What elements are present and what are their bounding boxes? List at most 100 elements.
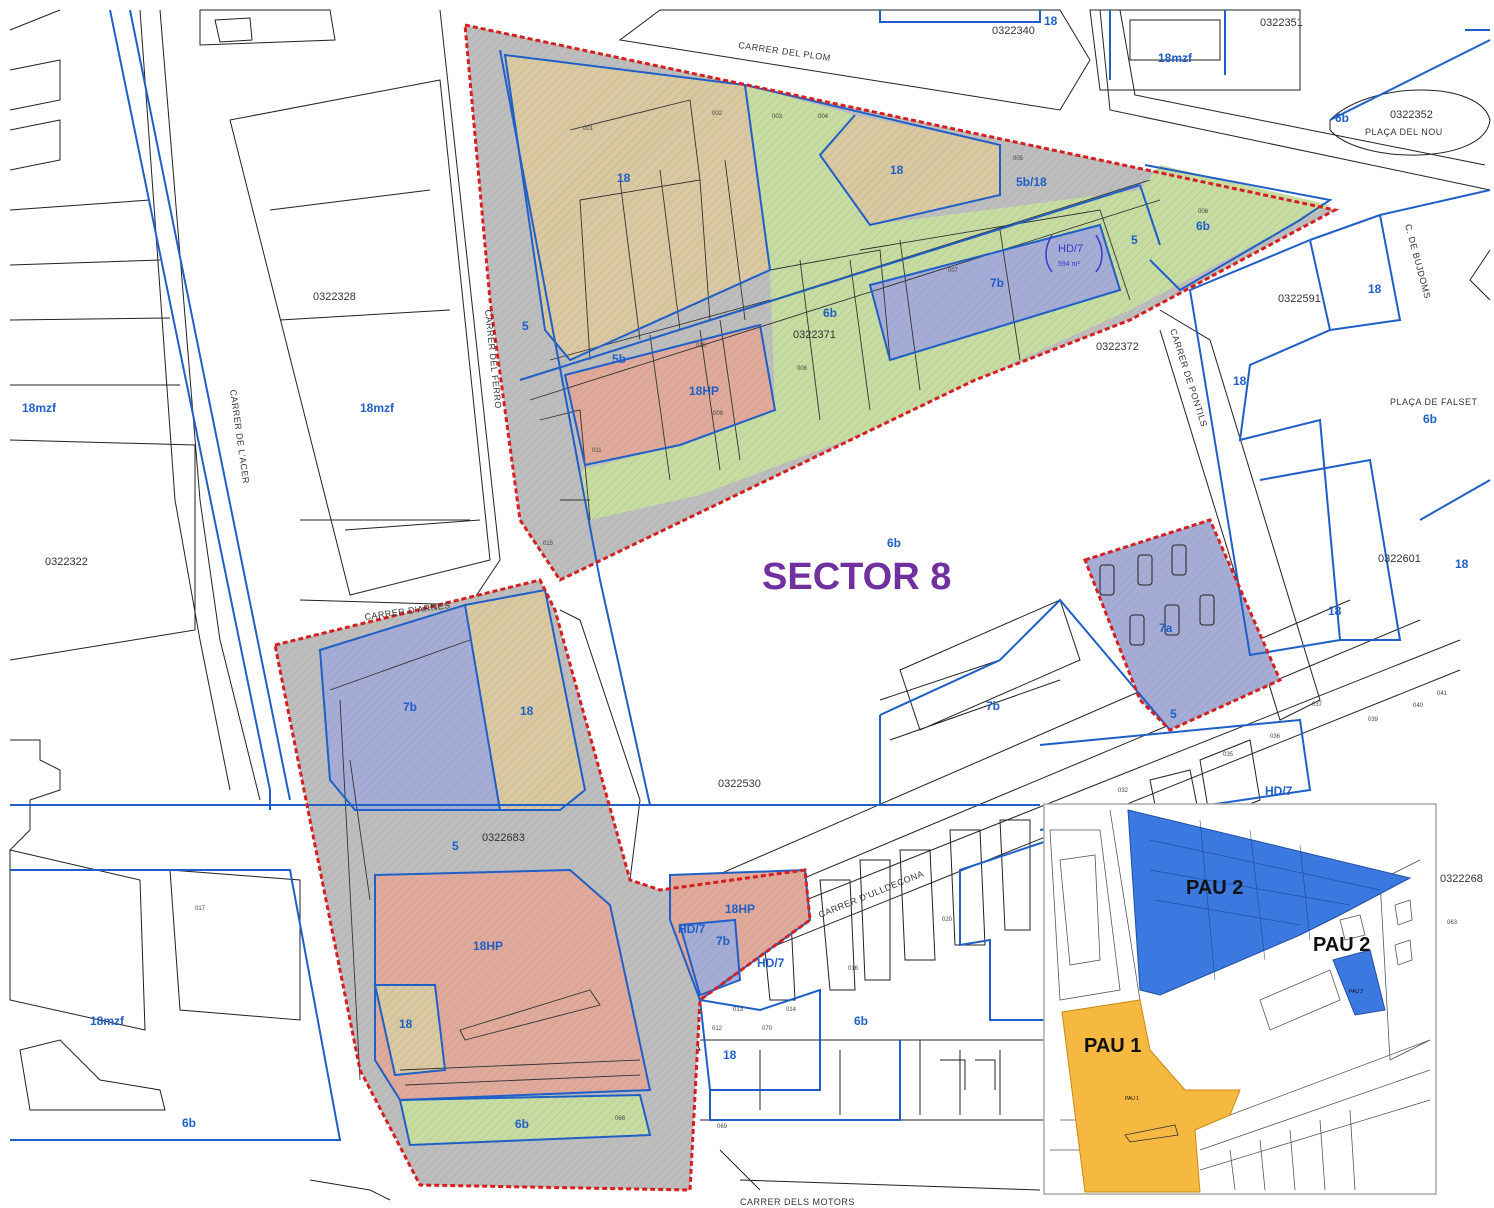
zone-18hp-north: 18HP xyxy=(689,384,719,398)
zone-18-top: 18 xyxy=(1044,14,1058,28)
parcel-0322351: 0322351 xyxy=(1260,17,1303,29)
parcel-0322352: 0322352 xyxy=(1390,109,1433,121)
lot-005: 005 xyxy=(1013,156,1024,162)
zone-5b18: 5b/18 xyxy=(1016,175,1047,189)
lot-068: 068 xyxy=(615,1116,626,1122)
parcel-0322601: 0322601 xyxy=(1378,553,1421,565)
lot-020: 020 xyxy=(942,917,953,923)
street-motors: CARRER DELS MOTORS xyxy=(740,1197,855,1207)
lot-006: 006 xyxy=(1198,209,1209,215)
lot-labels: 001 002 003 004 005 006 007 008 009 010 … xyxy=(195,111,1458,1130)
inset-pau2-north xyxy=(1127,809,1412,996)
zone-5-south: 5 xyxy=(452,839,459,853)
zone-18-south: 18 xyxy=(520,704,534,718)
zone-18mzf-west: 18mzf xyxy=(22,401,57,415)
lot-039: 039 xyxy=(1368,717,1379,723)
zone-18hp-south: 18HP xyxy=(473,939,503,953)
lot-008: 008 xyxy=(797,366,808,372)
zone-18-east1: 18 xyxy=(1368,282,1382,296)
zone-5-west: 5 xyxy=(522,319,529,333)
lot-002: 002 xyxy=(712,111,723,117)
lot-016: 016 xyxy=(848,966,859,972)
inset-pau2-label-north: PAU 2 xyxy=(1186,877,1243,899)
zone-6b-sw: 6b xyxy=(182,1116,196,1130)
zone-7b-small: 7b xyxy=(716,934,730,948)
placa-falset: PLAÇA DE FALSET xyxy=(1390,397,1478,407)
zone-6b-ne: 6b xyxy=(1196,219,1210,233)
street-plom: CARRER DEL PLOM xyxy=(738,40,832,63)
lot-041: 041 xyxy=(1437,691,1448,697)
lot-012: 012 xyxy=(712,1026,723,1032)
parcel-0322340: 0322340 xyxy=(992,25,1035,37)
lot-037: 037 xyxy=(1312,702,1323,708)
lot-017: 017 xyxy=(195,906,206,912)
lot-040: 040 xyxy=(1413,703,1424,709)
zone-5b: 5b xyxy=(612,352,626,366)
parcel-0322530: 0322530 xyxy=(718,778,761,790)
parcel-0322268: 0322268 xyxy=(1440,873,1483,885)
parcel-0322591: 0322591 xyxy=(1278,293,1321,305)
lot-032: 032 xyxy=(1118,788,1129,794)
zone-6b-north: 6b xyxy=(823,306,837,320)
lot-013: 013 xyxy=(733,1007,744,1013)
parcel-0322322: 0322322 xyxy=(45,556,88,568)
hd7-label: HD/7 xyxy=(1058,243,1083,255)
zone-hd7-small: HD/7 xyxy=(678,922,706,936)
zone-18mzf-center: 18mzf xyxy=(360,401,395,415)
zone-5-7a: 5 xyxy=(1170,707,1177,721)
pau2-north-boundary xyxy=(463,23,1340,582)
lot-007: 007 xyxy=(948,268,959,274)
inset-pau2-label-south: PAU 2 xyxy=(1313,934,1370,956)
parcel-0322683: 0322683 xyxy=(482,832,525,844)
street-acer: CARRER DE L'ACER xyxy=(228,389,251,485)
zone-5-east: 5 xyxy=(1131,233,1138,247)
inset-pau1 xyxy=(1061,999,1241,1193)
lot-015: 015 xyxy=(543,541,554,547)
lot-035: 035 xyxy=(1223,752,1234,758)
zone-hd7-east: HD/7 xyxy=(1265,784,1293,798)
inset-pau1-label: PAU 1 xyxy=(1084,1035,1141,1057)
zone-6b-center: 6b xyxy=(887,536,901,550)
zone-6b-placa-nou: 6b xyxy=(1335,111,1349,125)
zone-18-ulldecona: 18 xyxy=(723,1048,737,1062)
lot-063: 063 xyxy=(1447,920,1458,926)
street-ulldecona: CARRER D'ULLDECONA xyxy=(817,868,925,920)
zone-6b-falset: 6b xyxy=(1423,412,1437,426)
lot-014: 014 xyxy=(786,1007,797,1013)
zone-18-southwest: 18 xyxy=(399,1017,413,1031)
inset-pau2-south xyxy=(1332,949,1386,1016)
zone-labels: 18mzf 18mzf 18mzf 18 18 18 18 18 18 18 1… xyxy=(22,14,1469,1131)
placa-nou: PLAÇA DEL NOU xyxy=(1365,127,1443,137)
zone-6b-south: 6b xyxy=(515,1117,529,1131)
zone-18-east2: 18 xyxy=(1233,374,1247,388)
lot-001: 001 xyxy=(583,126,594,132)
pau1-boundary xyxy=(273,578,812,1192)
zone-18mzf-south: 18mzf xyxy=(90,1014,125,1028)
zone-18hp-small: 18HP xyxy=(725,902,755,916)
parcel-0322328: 0322328 xyxy=(313,291,356,303)
zone-18-east4: 18 xyxy=(1328,604,1342,618)
zone-18mzf-top: 18mzf xyxy=(1158,51,1193,65)
sector-boundaries xyxy=(273,23,1340,1192)
lot-070: 070 xyxy=(762,1026,773,1032)
parcel-labels: 0322328 0322322 0322371 0322530 0322683 … xyxy=(45,17,1483,885)
lot-009: 009 xyxy=(713,411,724,417)
sector-title: SECTOR 8 xyxy=(762,556,951,598)
parcel-0322372: 0322372 xyxy=(1096,341,1139,353)
zone-18-northeast: 18 xyxy=(890,163,904,177)
lot-003: 003 xyxy=(772,114,783,120)
zone-18-north: 18 xyxy=(617,171,631,185)
buildings-7a xyxy=(1099,544,1215,646)
pau-inset-map: PAU 2 PAU 2 PAU 1 PAU 1 PAU 2 xyxy=(1043,803,1437,1195)
lot-011: 011 xyxy=(592,448,602,454)
lot-069: 069 xyxy=(717,1124,728,1130)
parcel-0322371: 0322371 xyxy=(793,329,836,341)
inset-pau2-small-label: PAU 2 xyxy=(1349,989,1363,995)
lot-010: 010 xyxy=(696,343,707,349)
hd7-area: 594 m² xyxy=(1058,261,1080,268)
zone-hd7-ulldecona: HD/7 xyxy=(757,956,785,970)
lot-lines xyxy=(329,99,1161,1086)
lot-004: 004 xyxy=(818,114,829,120)
